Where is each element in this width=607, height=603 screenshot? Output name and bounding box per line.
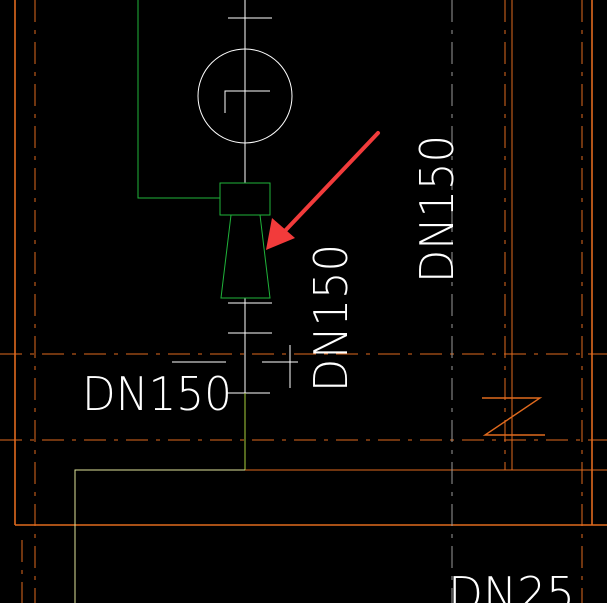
circle-valve-icon[interactable] xyxy=(197,48,293,144)
label-dn150-mid[interactable]: DN150 xyxy=(304,244,358,392)
valve-circle xyxy=(197,48,293,144)
label-dn150-left[interactable]: DN150 xyxy=(82,367,232,421)
label-dn25-bottom[interactable]: DN25 xyxy=(448,567,575,603)
green-branch-pipe[interactable] xyxy=(137,0,220,199)
yellow-pipe-run[interactable] xyxy=(74,469,245,603)
green-branch[interactable] xyxy=(137,0,271,299)
arrow-shaft xyxy=(280,131,380,236)
yellow-pipe[interactable] xyxy=(74,469,245,603)
arrow-head xyxy=(266,218,295,250)
z-break-icon xyxy=(482,397,545,436)
label-dn150-right[interactable]: DN150 xyxy=(410,135,464,283)
reducer-icon[interactable] xyxy=(220,214,271,299)
red-arrow-icon xyxy=(266,131,380,250)
valve-inner-mark xyxy=(224,90,270,113)
